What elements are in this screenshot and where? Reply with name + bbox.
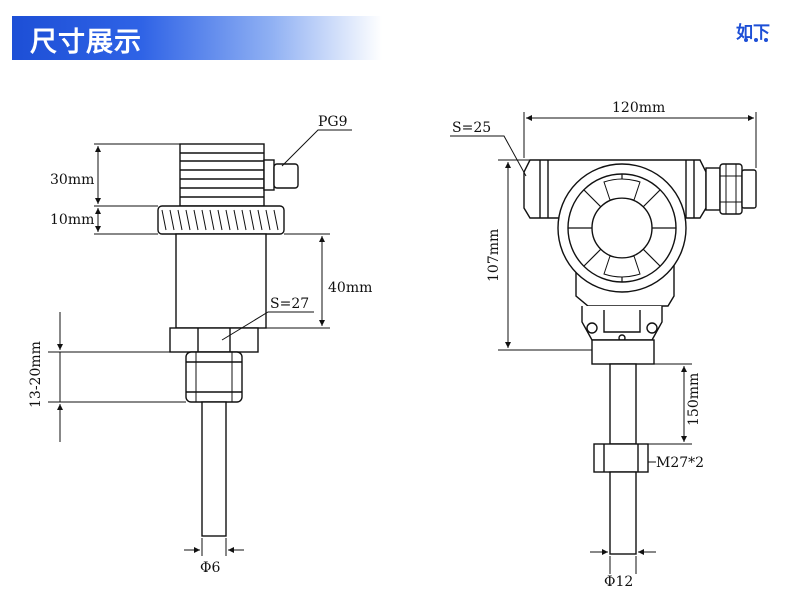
left-body-cylinder (175, 233, 267, 329)
left-cable-gland-label: PG9 (318, 114, 348, 130)
right-hex-nut (593, 443, 649, 473)
right-probe-diameter-label: Φ12 (604, 574, 633, 590)
section-title-banner: 尺寸展示 (12, 16, 382, 60)
right-hex-label: S=25 (452, 120, 491, 136)
left-threaded-fitting (185, 351, 243, 403)
left-knurled-nut (157, 205, 285, 235)
left-hex-label: S=27 (270, 296, 309, 312)
left-cable-gland (263, 159, 299, 191)
right-dimensions (450, 112, 757, 574)
left-thread-length-label: 13-20mm (28, 341, 44, 408)
right-probe (609, 471, 637, 555)
left-top-height-label: 30mm (50, 172, 94, 188)
left-transmitter-drawing (157, 143, 299, 537)
right-thread-label: M27*2 (656, 455, 704, 471)
right-transmitter-drawing (523, 159, 757, 555)
left-probe (201, 401, 227, 537)
right-stem (609, 363, 637, 445)
left-body-height-label: 40mm (328, 280, 372, 296)
left-finned-cap (179, 143, 265, 207)
right-cable-gland (705, 163, 757, 215)
left-probe-diameter-label: Φ6 (200, 560, 220, 576)
left-nut-height-label: 10mm (50, 212, 94, 228)
right-collar (591, 339, 655, 365)
right-width-label: 120mm (612, 100, 665, 116)
more-dots-icon (744, 38, 768, 44)
section-title: 尺寸展示 (30, 27, 142, 58)
right-height-label: 107mm (486, 229, 502, 282)
left-dimensions (48, 129, 352, 556)
right-stem-length-label: 150mm (686, 373, 702, 426)
right-mount-block (581, 306, 663, 342)
right-front-cover (557, 163, 687, 293)
left-hex-nut (169, 327, 259, 353)
